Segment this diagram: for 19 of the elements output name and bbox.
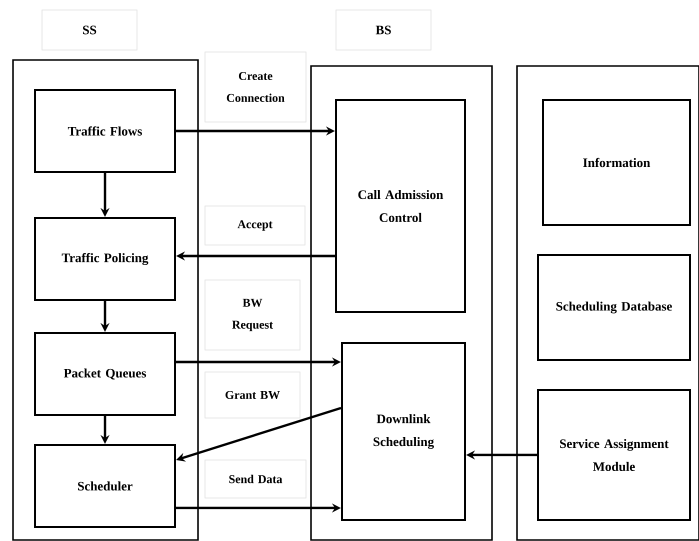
column-frame	[310, 65, 493, 541]
edge-label: Create Connection	[204, 52, 306, 122]
edge-label: Accept	[204, 206, 306, 246]
column-frame	[516, 65, 699, 541]
process-box: Downlink Scheduling	[341, 342, 466, 521]
process-box: Packet Queues	[34, 332, 176, 416]
edge-label: Grant BW	[204, 372, 300, 418]
process-box: Information	[542, 99, 691, 226]
column-heading: SS	[42, 10, 138, 50]
process-box: Scheduler	[34, 444, 176, 528]
process-box: Call Admission Control	[335, 99, 466, 313]
edge-label: Send Data	[204, 460, 306, 498]
column-frame	[12, 59, 199, 541]
process-box: Traffic Flows	[34, 89, 176, 173]
edge-label: BW Request	[204, 280, 300, 350]
process-box: Traffic Policing	[34, 217, 176, 301]
process-box: Scheduling Database	[537, 254, 691, 361]
process-box: Service Assignment Module	[537, 389, 691, 521]
column-heading: BS	[336, 10, 432, 50]
